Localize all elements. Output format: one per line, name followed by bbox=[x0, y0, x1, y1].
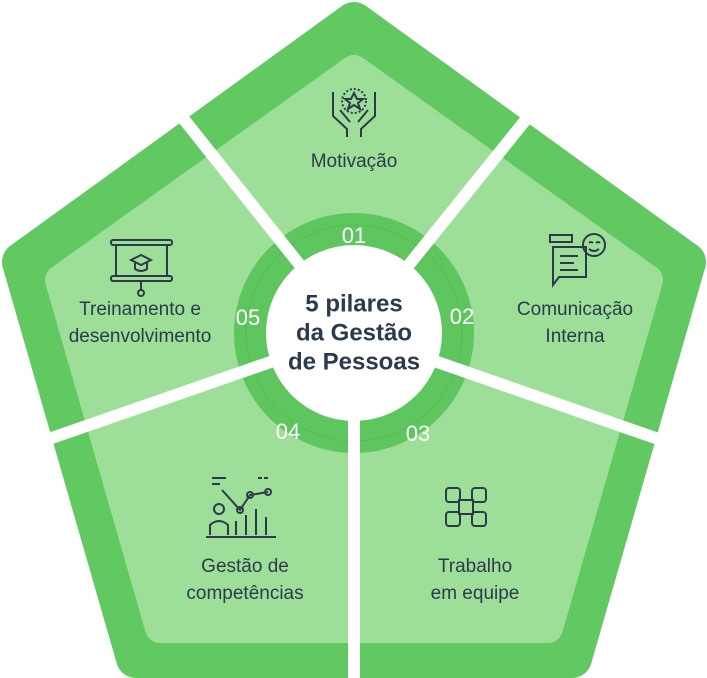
label-line: Gestão de bbox=[201, 556, 289, 577]
pillar-label-treinamento: Treinamento e desenvolvimento bbox=[69, 296, 212, 350]
pillar-label-trabalho: Trabalho em equipe bbox=[431, 553, 520, 607]
teamwork-hands-icon bbox=[445, 487, 487, 527]
presentation-graduation-icon bbox=[110, 239, 173, 297]
pillar-label-competencias: Gestão de competências bbox=[186, 553, 303, 607]
label-line: Treinamento e bbox=[79, 299, 201, 320]
label-line: em equipe bbox=[430, 583, 520, 604]
pillar-number-04: 04 bbox=[275, 419, 301, 444]
title-line: de Pessoas bbox=[287, 348, 421, 376]
pillar-number-03: 03 bbox=[405, 421, 431, 446]
pillar-number-05: 05 bbox=[235, 305, 261, 330]
center-title: 5 pilares da Gestão de Pessoas bbox=[288, 290, 420, 377]
label-line: Interna bbox=[545, 326, 605, 347]
label-line: competências bbox=[186, 583, 304, 604]
label-line: Comunicação bbox=[516, 299, 634, 320]
pillar-label-comunicacao: Comunicação Interna bbox=[517, 296, 633, 350]
center-circle bbox=[266, 245, 442, 421]
pillar-number-01: 01 bbox=[341, 223, 367, 248]
title-line: 5 pilares bbox=[305, 290, 403, 318]
hands-star-icon bbox=[332, 88, 376, 137]
pillar-number-02: 02 bbox=[449, 304, 475, 329]
label-line: Trabalho bbox=[437, 556, 513, 577]
label-line: Motivação bbox=[310, 151, 398, 172]
title-line: da Gestão bbox=[295, 319, 413, 347]
pillar-label-motivacao: Motivação bbox=[311, 148, 398, 175]
chart-person-icon bbox=[206, 477, 276, 538]
label-line: desenvolvimento bbox=[68, 326, 212, 347]
chat-smiley-icon bbox=[549, 233, 606, 288]
